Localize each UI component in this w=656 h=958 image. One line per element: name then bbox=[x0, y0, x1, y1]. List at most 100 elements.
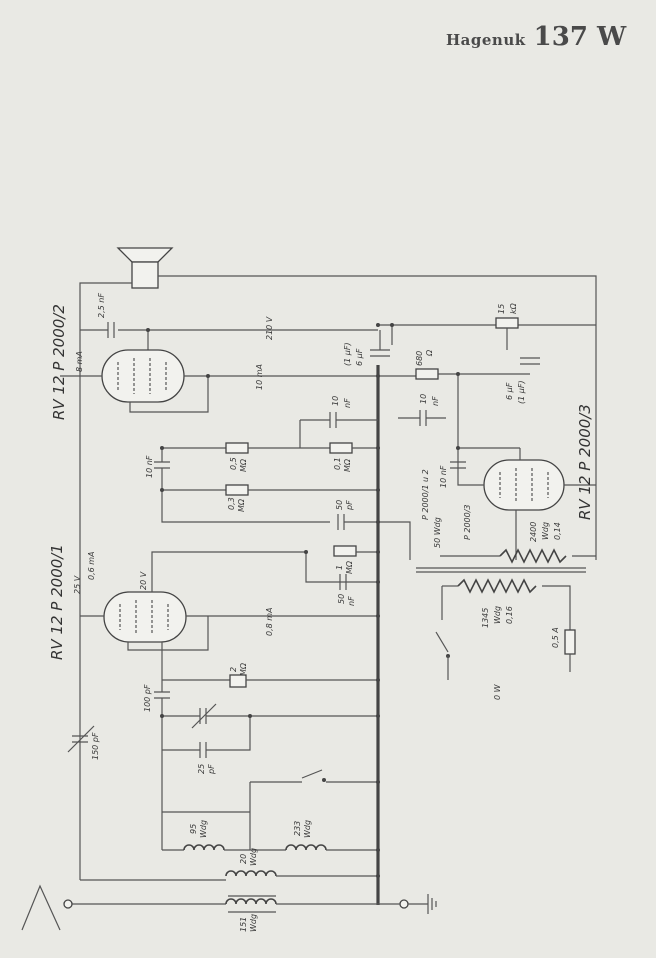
capacitor-10nf-b bbox=[419, 410, 427, 426]
label-ohm: Ω bbox=[425, 349, 434, 357]
variable-capacitor-150pf-icon bbox=[67, 725, 95, 753]
schematic-title: Hagenuk 137 W bbox=[446, 22, 626, 52]
tube-label-rv12p2000-1: RV 12 P 2000/1 bbox=[48, 544, 66, 660]
label-25pf: 25 bbox=[197, 764, 206, 774]
label-1uf-b: (1 μF) bbox=[517, 380, 526, 404]
label-wdg-b: Wdg bbox=[493, 606, 502, 624]
loudspeaker-icon bbox=[116, 247, 174, 289]
capacitor-2-5nf bbox=[107, 322, 115, 338]
label-100pf: 100 pF bbox=[143, 684, 152, 712]
label-1: 1 bbox=[335, 565, 344, 570]
label-1345: 1345 bbox=[481, 608, 490, 628]
label-0-16: 0,16 bbox=[505, 606, 514, 624]
band-switch-icon bbox=[301, 769, 326, 782]
label-nf-b: nF bbox=[431, 396, 440, 406]
capacitor-20nf bbox=[154, 461, 170, 469]
coil-151-wdg bbox=[225, 895, 277, 913]
transformer-core bbox=[416, 567, 586, 573]
label-15: 15 bbox=[497, 304, 506, 314]
transformer-primary-coil bbox=[499, 548, 567, 564]
fuse-0-5a bbox=[564, 629, 576, 655]
label-0-6ma: 0,6 mA bbox=[87, 551, 96, 580]
label-10nf-c: 10 nF bbox=[439, 465, 448, 488]
label-6uf-b: 6 μF bbox=[505, 382, 514, 400]
label-wdg-f: Wdg bbox=[249, 914, 258, 932]
tube-label-rv12p2000-2: RV 12 P 2000/2 bbox=[50, 304, 68, 420]
transformer-secondary-coil bbox=[457, 578, 537, 594]
model-number: 137 W bbox=[533, 22, 627, 52]
label-0-1: 0,1 bbox=[333, 457, 342, 470]
label-150pf: 150 pF bbox=[91, 732, 100, 760]
label-50pf: 50 bbox=[335, 500, 344, 510]
power-switch-icon bbox=[435, 631, 450, 658]
label-0-14: 0,14 bbox=[553, 522, 562, 540]
resistor-15k bbox=[495, 317, 519, 329]
resistor-680 bbox=[415, 368, 439, 380]
label-0-5: 0,5 bbox=[229, 457, 238, 470]
label-210v: 210 V bbox=[265, 316, 274, 340]
coil-95-wdg bbox=[183, 844, 225, 851]
label-0w: 0 W bbox=[493, 683, 502, 700]
label-transformer-p2000: P 2000/1 u 2 bbox=[421, 469, 430, 520]
label-233: 233 bbox=[293, 821, 302, 836]
label-mohm-d: MΩ bbox=[345, 560, 354, 574]
label-wdg-e: Wdg bbox=[249, 848, 258, 866]
label-2: 2 bbox=[229, 667, 238, 672]
label-95: 95 bbox=[189, 824, 198, 834]
label-151: 151 bbox=[239, 917, 248, 932]
label-0-3: 0,3 bbox=[227, 497, 236, 510]
ground-icon bbox=[399, 894, 437, 914]
label-10ma: 10 mA bbox=[255, 364, 264, 390]
label-kohm: kΩ bbox=[509, 302, 518, 314]
label-20: 20 bbox=[239, 854, 248, 864]
tube-rv12p2000-1-icon bbox=[103, 591, 187, 643]
label-50wdg: 50 Wdg bbox=[433, 517, 442, 548]
capacitor-50nf bbox=[339, 574, 347, 590]
label-pf-b: pF bbox=[207, 764, 216, 775]
label-wdg-c: Wdg bbox=[199, 820, 208, 838]
capacitor-6uf-a bbox=[370, 349, 390, 357]
resistor-2m bbox=[229, 674, 247, 688]
capacitor-25pf bbox=[199, 742, 207, 758]
label-20v: 20 V bbox=[139, 571, 148, 590]
label-6uf: 6 μF bbox=[355, 348, 364, 366]
label-pf: pF bbox=[345, 500, 354, 511]
label-nf-c: nF bbox=[347, 596, 356, 606]
maker-name: Hagenuk bbox=[446, 31, 526, 49]
coil-233-wdg bbox=[285, 844, 327, 851]
resistor-1m bbox=[333, 545, 357, 557]
resistor-0-3m bbox=[225, 484, 249, 496]
coil-20-wdg bbox=[225, 870, 277, 877]
label-fuse: 0,5 A bbox=[551, 627, 560, 648]
tube-rv12p2000-2-icon bbox=[101, 349, 185, 403]
capacitor-6uf-b bbox=[520, 357, 540, 365]
label-mohm-e: MΩ bbox=[239, 662, 248, 676]
label-10-a: 10 bbox=[331, 396, 340, 406]
label-wdg-a: Wdg bbox=[541, 522, 550, 540]
tube-label-rv12p2000-3: RV 12 P 2000/3 bbox=[576, 404, 594, 520]
label-680: 680 bbox=[415, 351, 424, 366]
label-0-8ma: 0,8 mA bbox=[265, 607, 274, 636]
label-20nf: 10 nF bbox=[145, 455, 154, 478]
label-mohm-b: MΩ bbox=[343, 458, 352, 472]
label-25v: 25 V bbox=[73, 575, 82, 594]
capacitor-50pf bbox=[337, 514, 345, 530]
label-8ma: 8 mA bbox=[75, 351, 84, 372]
antenna-icon bbox=[21, 884, 73, 931]
label-nf-a: nF bbox=[343, 398, 352, 408]
capacitor-10nf-c bbox=[450, 461, 466, 469]
tube-rv12p2000-3-icon bbox=[483, 459, 565, 511]
label-2400: 2400 bbox=[529, 522, 538, 542]
capacitor-100pf bbox=[154, 691, 170, 699]
label-1uf: (1 μF) bbox=[343, 342, 352, 366]
label-transformer-p2000-3: P 2000/3 bbox=[463, 504, 472, 540]
label-mohm-c: MΩ bbox=[237, 498, 246, 512]
resistor-0-1m bbox=[329, 442, 353, 454]
label-10-b: 10 bbox=[419, 394, 428, 404]
label-mohm-a: MΩ bbox=[239, 458, 248, 472]
resistor-0-5m bbox=[225, 442, 249, 454]
label-wdg-d: Wdg bbox=[303, 820, 312, 838]
label-2-5nf: 2,5 nF bbox=[97, 293, 106, 318]
